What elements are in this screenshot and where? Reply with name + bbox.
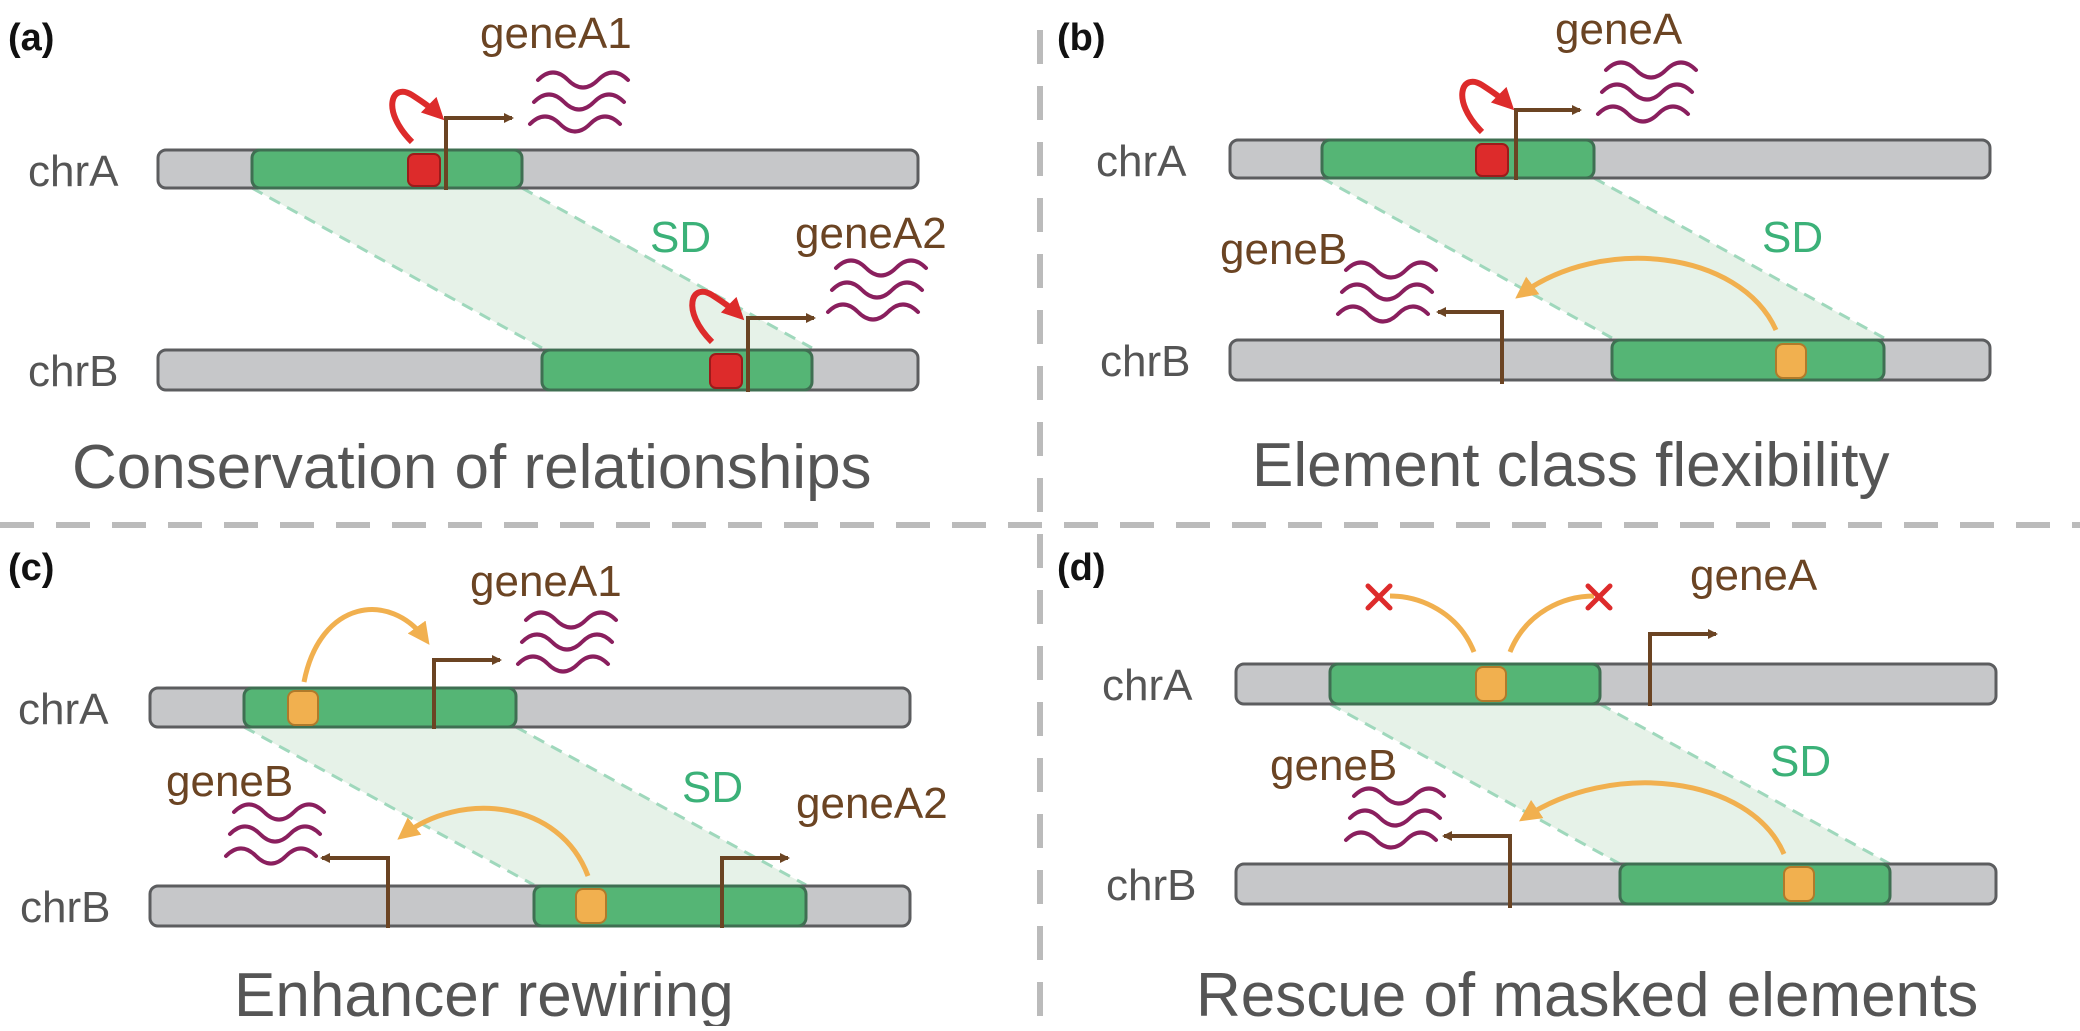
chr-label-bottom: chrB: [20, 883, 110, 932]
regulatory-arrow-orange: [397, 805, 591, 877]
chr-label-top: chrA: [18, 685, 109, 734]
blocked-x-icon: [1585, 583, 1613, 611]
orange-element: [1783, 866, 1815, 902]
duplicated-segment: [1320, 138, 1596, 180]
gene-label: geneA1: [480, 9, 632, 58]
red-element: [1475, 143, 1509, 177]
transcript-icon: [1336, 260, 1438, 324]
regulatory-arrow-orange: [301, 607, 430, 683]
panel-b: (b) chrA chrB geneA geneB SD Element cla…: [1057, 5, 1992, 500]
sd-line: [243, 725, 535, 887]
panel-b-label: (b): [1057, 17, 1106, 59]
gene-arrow: [1514, 105, 1582, 180]
sd-shade: [244, 727, 806, 885]
blocked-arrow: [1389, 593, 1477, 653]
gene-arrow: [444, 113, 514, 190]
panel-d-label: (d): [1057, 547, 1106, 589]
gene-arrow: [1648, 629, 1718, 706]
sd-label: SD: [1770, 737, 1831, 786]
regulatory-arrow-orange: [1515, 255, 1779, 332]
gene-label: geneA2: [796, 779, 948, 828]
blocked-arrow: [1507, 593, 1595, 653]
gene-arrow: [746, 313, 816, 392]
duplicated-segment: [1618, 862, 1892, 906]
sd-line: [1599, 702, 1891, 866]
gene-arrow: [1436, 307, 1504, 384]
transcript-icon: [516, 610, 618, 674]
gene-label: geneB: [1220, 225, 1347, 274]
sd-shade: [1322, 178, 1884, 338]
duplicated-segment: [540, 348, 814, 392]
duplicated-segment: [1610, 338, 1886, 382]
gene-arrow: [320, 853, 390, 928]
blocked-x-icon: [1365, 583, 1393, 611]
sd-line: [1593, 176, 1885, 340]
duplicated-segment: [532, 884, 808, 928]
sd-label: SD: [650, 213, 711, 262]
gene-label: geneB: [1270, 741, 1397, 790]
sd-label: SD: [1762, 213, 1823, 262]
transcript-icon: [1596, 60, 1698, 124]
gene-label: geneA1: [470, 557, 622, 606]
orange-element: [1475, 666, 1507, 702]
sd-line: [521, 186, 813, 350]
panel-c: (c) chrA chrB geneA1 geneB geneA2 SD Enh: [8, 547, 948, 1030]
sd-line: [1321, 176, 1613, 340]
orange-element: [575, 888, 607, 924]
transcript-icon: [528, 70, 630, 134]
sd-line: [515, 725, 807, 887]
duplicated-segment: [250, 148, 524, 190]
sd-shade: [252, 188, 812, 348]
red-element: [407, 153, 441, 187]
duplicated-segment: [242, 686, 518, 729]
orange-element: [1775, 343, 1807, 379]
panel-c-label: (c): [8, 547, 54, 589]
orange-element: [287, 690, 319, 726]
panel-title: Element class flexibility: [1252, 431, 1889, 500]
panel-title: Conservation of relationships: [72, 433, 872, 502]
regulatory-arrow-orange: [1519, 780, 1787, 855]
regulatory-arrow-red: [1459, 78, 1515, 135]
gene-label: geneA: [1555, 5, 1683, 54]
transcript-icon: [826, 258, 928, 322]
gene-arrow: [1442, 831, 1512, 908]
chr-label-bottom: chrB: [1106, 861, 1196, 910]
panel-title: Rescue of masked elements: [1196, 961, 1978, 1026]
sd-label: SD: [682, 763, 743, 812]
chr-label-top: chrA: [1102, 661, 1193, 710]
regulatory-arrow-red: [389, 88, 445, 145]
duplicated-segment: [1328, 662, 1602, 706]
chr-label-bottom: chrB: [1100, 337, 1190, 386]
red-element: [709, 353, 743, 389]
panel-d: (d) chrA chrB geneA geneB SD: [1057, 547, 1998, 1030]
gene-arrow: [432, 655, 502, 729]
panel-a-label: (a): [8, 17, 54, 59]
chr-label-bottom: chrB: [28, 347, 118, 396]
sd-line: [1329, 702, 1621, 866]
chr-label-top: chrA: [28, 147, 119, 196]
regulatory-arrow-red: [689, 288, 745, 345]
transcript-icon: [1344, 786, 1446, 850]
panel-title: Enhancer rewiring: [234, 961, 734, 1026]
gene-label: geneB: [166, 757, 293, 806]
chr-label-top: chrA: [1096, 137, 1187, 186]
panel-a: (a) chrA chrB geneA1 geneA2 SD Conservat…: [8, 9, 947, 502]
gene-label: geneA: [1690, 551, 1818, 600]
sd-line: [251, 186, 543, 350]
gene-label: geneA2: [795, 209, 947, 258]
transcript-icon: [224, 802, 326, 866]
gene-arrow: [720, 853, 790, 928]
